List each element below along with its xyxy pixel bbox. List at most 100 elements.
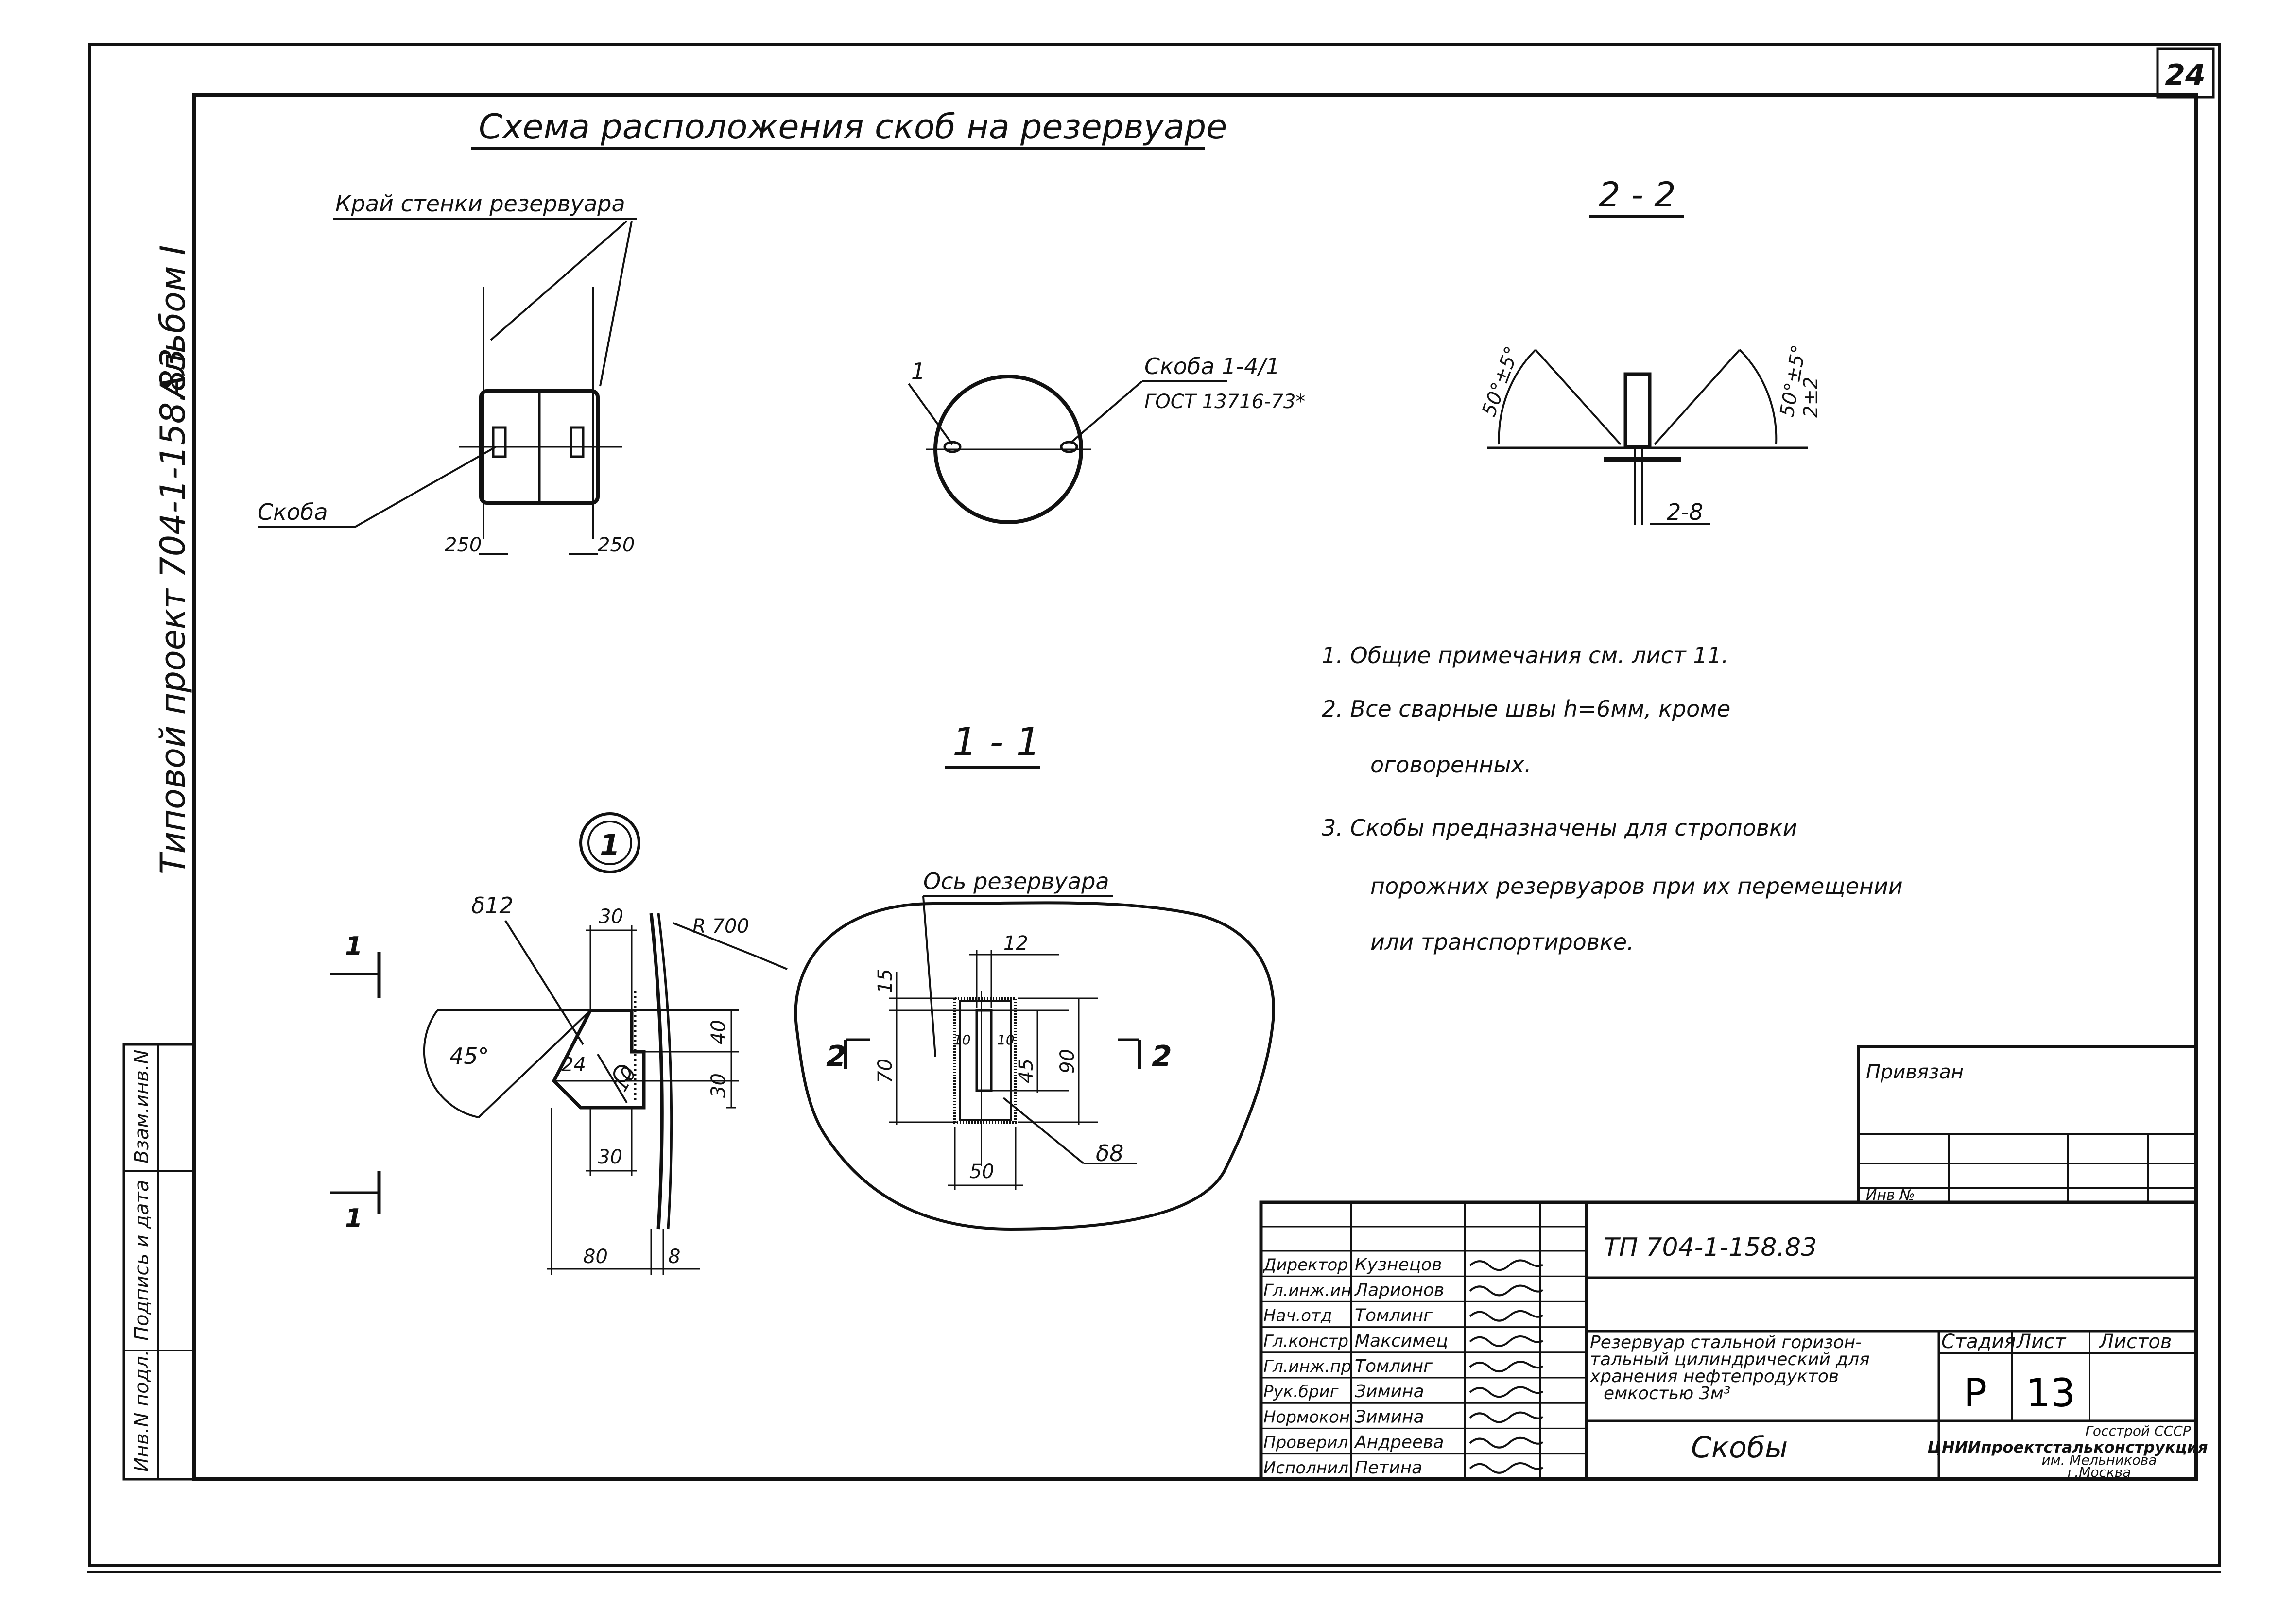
note-3-cont2: или транспортировке. xyxy=(1370,929,1634,955)
bracket-ref-2: ГОСТ 13716-73* xyxy=(1144,391,1305,413)
tb-desc-2: тальный цилиндрический для xyxy=(1590,1350,1870,1369)
circle-callout: 1 xyxy=(911,358,925,384)
section-2-2: 2 - 2 50°±5° 50°±5° 2-8 2±2 xyxy=(1478,175,1822,525)
signature-mark xyxy=(1469,1436,1544,1449)
plan-dim-right: 250 xyxy=(598,534,635,556)
signature-mark xyxy=(1469,1462,1544,1474)
sec-dim-right: 90 xyxy=(1056,1049,1079,1074)
detail-radius: R 700 xyxy=(692,915,749,938)
staff-name: Ларионов xyxy=(1354,1280,1444,1300)
tb-desc-4: емкостью 3м³ xyxy=(1604,1384,1730,1403)
staff-name: Зимина xyxy=(1355,1382,1424,1402)
staff-name: Максимец xyxy=(1355,1331,1448,1351)
tb-code: ТП 704-1-158.83 xyxy=(1604,1233,1817,1262)
signature-mark xyxy=(1469,1411,1544,1423)
left-margin-stamp: Инв.N подл. Подпись и дата Взам.инв.N xyxy=(122,1043,196,1481)
tb-stage-label: Стадия xyxy=(1941,1331,2016,1353)
inner-frame xyxy=(192,93,2198,1481)
tb-org-1: Госстрой СССР xyxy=(2085,1423,2191,1439)
project-vertical: Типовой проект 704-1-158.83 xyxy=(153,348,193,874)
staff-role: Гл.инж.пр xyxy=(1263,1357,1351,1376)
signature-mark xyxy=(1469,1284,1544,1297)
detail-dim-right-bottom: 30 xyxy=(708,1073,730,1098)
sec-dim-top: 12 xyxy=(1003,932,1028,955)
binding-label: Привязан xyxy=(1866,1061,1964,1083)
note-3: 3. Скобы предназначены для строповки xyxy=(1322,815,1797,841)
detail-dim-hole: 10 xyxy=(609,1063,641,1095)
vzam-label: Взам.инв.N xyxy=(131,1050,153,1163)
album-vertical: Альбом I xyxy=(153,245,193,400)
tb-sheets-label: Листов xyxy=(2098,1331,2172,1353)
section-1-1: Ось резервуара 2 2 12 15 70 10 10 45 90 xyxy=(794,868,1275,1231)
tb-desc-3: хранения нефтепродуктов xyxy=(1589,1367,1839,1386)
sec-dim-slot-left: 10 xyxy=(953,1032,971,1048)
page-number-box xyxy=(2156,47,2215,99)
staff-role: Нач.отд xyxy=(1263,1306,1332,1326)
staff-role: Гл.констр xyxy=(1263,1332,1348,1351)
detail-dim-plate: 8 xyxy=(668,1246,680,1268)
plan-dim-left: 250 xyxy=(445,534,482,556)
sheet-title: Схема расположения скоб на резервуаре xyxy=(479,107,1227,147)
notes: 1. Общие примечания см. лист 11. 2. Все … xyxy=(1322,642,1903,955)
tb-sheet-label: Лист xyxy=(2016,1331,2067,1353)
staff-name: Томлинг xyxy=(1355,1356,1433,1376)
signature-mark xyxy=(1469,1361,1544,1372)
bracket-label: Скоба xyxy=(258,499,328,525)
inv-podl-label: Инв.N подл. xyxy=(131,1350,153,1472)
staff-name: Томлинг xyxy=(1355,1306,1433,1326)
detail-dim-top: 30 xyxy=(599,906,623,928)
detail-callout: 1 xyxy=(600,828,620,862)
page-number: 24 xyxy=(2165,58,2206,92)
bracket-ref-1: Скоба 1-4/1 xyxy=(1144,353,1280,379)
sec-dim-left: 70 xyxy=(874,1059,897,1083)
tb-org-4: г.Москва xyxy=(2068,1464,2131,1480)
tb-sheet-title: Скобы xyxy=(1691,1431,1788,1465)
staff-role: Нормокон xyxy=(1263,1407,1350,1427)
section-1-1-title: 1 - 1 xyxy=(952,719,1041,765)
staff-role: Исполнил xyxy=(1263,1458,1348,1478)
outer-frame xyxy=(88,43,2221,1567)
staff-name: Андреева xyxy=(1354,1433,1444,1453)
thickness-12: δ12 xyxy=(471,892,514,919)
axis-label: Ось резервуара xyxy=(923,868,1109,894)
staff-role: Рук.бриг xyxy=(1263,1382,1339,1402)
detail-dim-right-top: 40 xyxy=(708,1020,730,1044)
detail-dim-bottom: 80 xyxy=(583,1246,608,1268)
gap-bottom: 2-8 xyxy=(1667,499,1703,525)
cut-left: 2 xyxy=(826,1040,846,1074)
circle-view: 1 Скоба 1-4/1 ГОСТ 13716-73* xyxy=(908,353,1305,524)
detail-dim-lower: 30 xyxy=(598,1146,622,1168)
binding-box: Привязан Инв № xyxy=(1857,1045,2198,1204)
cut-mark-bottom: 1 xyxy=(345,1204,363,1233)
plan-view: Край стенки резервуара Скоба 250 250 xyxy=(258,190,637,556)
signature-mark xyxy=(1469,1310,1544,1322)
signature-mark xyxy=(1469,1335,1544,1347)
staff-role: Гл.инж.ин xyxy=(1263,1281,1352,1300)
tb-stage: Р xyxy=(1964,1370,1987,1416)
signature-mark xyxy=(1469,1259,1544,1271)
sec-dim-left-top: 15 xyxy=(874,969,897,993)
detail-dim-inner: 24 xyxy=(561,1054,586,1076)
signature-mark xyxy=(1469,1386,1544,1398)
cut-right: 2 xyxy=(1152,1040,1172,1074)
podpis-label: Подпись и дата xyxy=(131,1180,153,1341)
tb-sheet: 13 xyxy=(2026,1370,2075,1416)
detail-1: 1 1 1 δ12 45° 30 R 700 40 30 24 xyxy=(330,812,788,1275)
note-2: 2. Все сварные швы h=6мм, кроме xyxy=(1322,696,1730,722)
staff-role: Проверил xyxy=(1263,1433,1348,1453)
staff-name: Кузнецов xyxy=(1355,1255,1442,1275)
detail-angle: 45° xyxy=(449,1043,489,1069)
sec-thickness: δ8 xyxy=(1096,1140,1123,1166)
staff-role: Директор xyxy=(1262,1255,1348,1275)
cut-mark-top: 1 xyxy=(345,932,363,961)
tb-org-3: им. Мельникова xyxy=(2041,1452,2157,1468)
angle-left: 50°±5° xyxy=(1478,343,1523,420)
tb-org-2: ЦНИИпроектстальконструкция xyxy=(1927,1438,2208,1456)
wall-edge-label: Край стенки резервуара xyxy=(335,190,625,217)
note-2-cont: оговоренных. xyxy=(1370,752,1532,778)
tb-desc-1: Резервуар стальной горизон- xyxy=(1590,1333,1862,1352)
section-2-2-title: 2 - 2 xyxy=(1599,175,1676,215)
staff-name: Зимина xyxy=(1355,1407,1424,1427)
